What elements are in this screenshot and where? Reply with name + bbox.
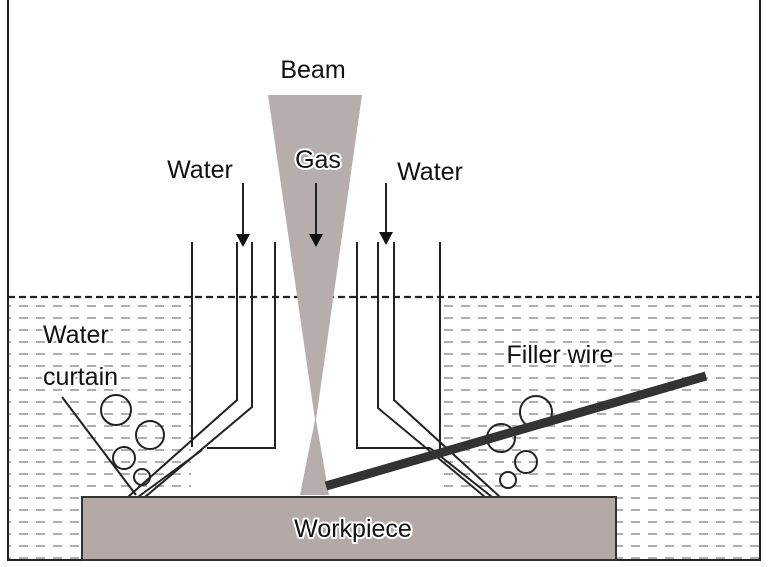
water-arrow-right [379,183,393,245]
beam [268,95,362,495]
right-nozzle [356,242,501,498]
gas-label: Gas [295,146,341,174]
gas-arrow [309,183,323,247]
filler-wire [324,371,708,491]
filler-wire-label: Filler wire [507,341,614,369]
water-left-label: Water [167,156,233,184]
workpiece [81,496,617,561]
water-arrow-left [236,183,250,247]
left-nozzle [127,242,276,498]
workpiece-label: Workpiece [294,515,412,543]
water-curtain-leader [61,396,137,496]
water-curtain-label-line1: Water [43,321,109,349]
bubbles-left [100,394,165,486]
water-right-label: Water [397,158,463,186]
beam-label: Beam [280,56,345,84]
water-curtain-label-line2: curtain [43,363,118,391]
